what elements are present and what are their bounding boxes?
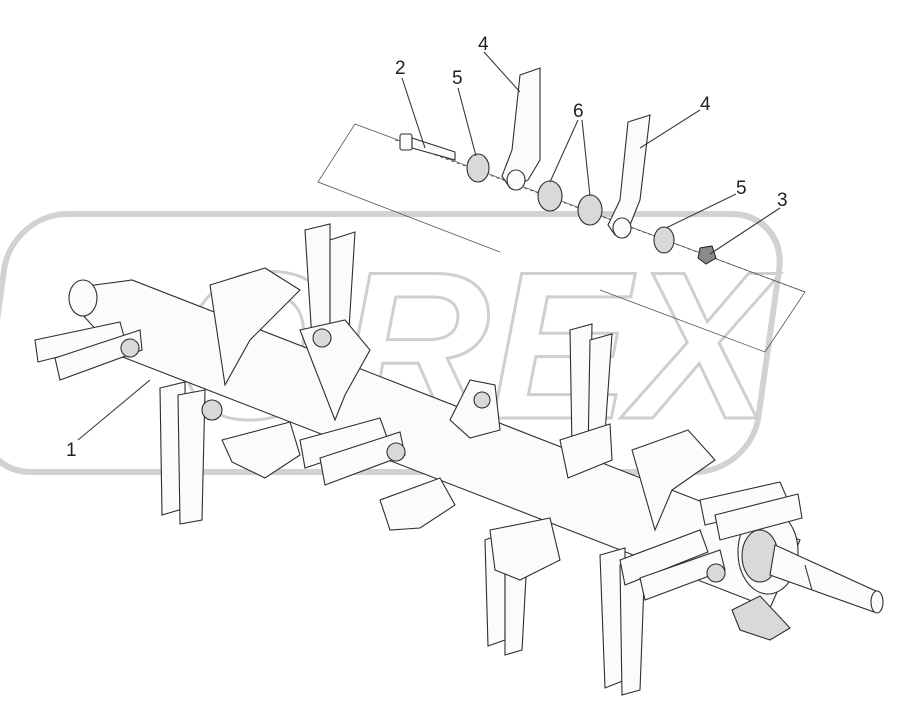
- blade: [714, 493, 803, 541]
- bolt: [399, 133, 456, 161]
- nut: [697, 245, 717, 265]
- rotor-shaft: [68, 279, 884, 614]
- callout-3: 3: [777, 190, 788, 211]
- spacer: [577, 194, 603, 226]
- bracket: [379, 477, 456, 531]
- exploded-parts: [394, 67, 806, 293]
- bracket: [209, 267, 301, 387]
- blade-exploded: [607, 114, 651, 239]
- callout-4-left: 4: [478, 34, 489, 55]
- washer: [653, 226, 675, 254]
- callout-5-right: 5: [736, 178, 747, 199]
- bracket: [559, 423, 613, 479]
- bracket: [731, 595, 791, 641]
- bracket: [221, 421, 301, 479]
- bracket: [631, 429, 716, 532]
- leader-lines: [77, 51, 781, 441]
- blade: [177, 389, 206, 525]
- washer: [466, 153, 490, 183]
- blade-exploded: [501, 67, 541, 191]
- bracket: [489, 517, 561, 581]
- callout-5-left: 5: [452, 68, 463, 89]
- callouts: 2 5 4 6 4 5 3 1: [66, 34, 788, 461]
- spacer: [537, 180, 563, 212]
- blade-assemblies: [34, 223, 803, 696]
- callout-2: 2: [395, 58, 406, 79]
- callout-6: 6: [573, 101, 584, 122]
- blade: [619, 529, 709, 586]
- blade: [54, 329, 143, 381]
- callout-1: 1: [66, 440, 77, 461]
- callout-4-right: 4: [700, 94, 711, 115]
